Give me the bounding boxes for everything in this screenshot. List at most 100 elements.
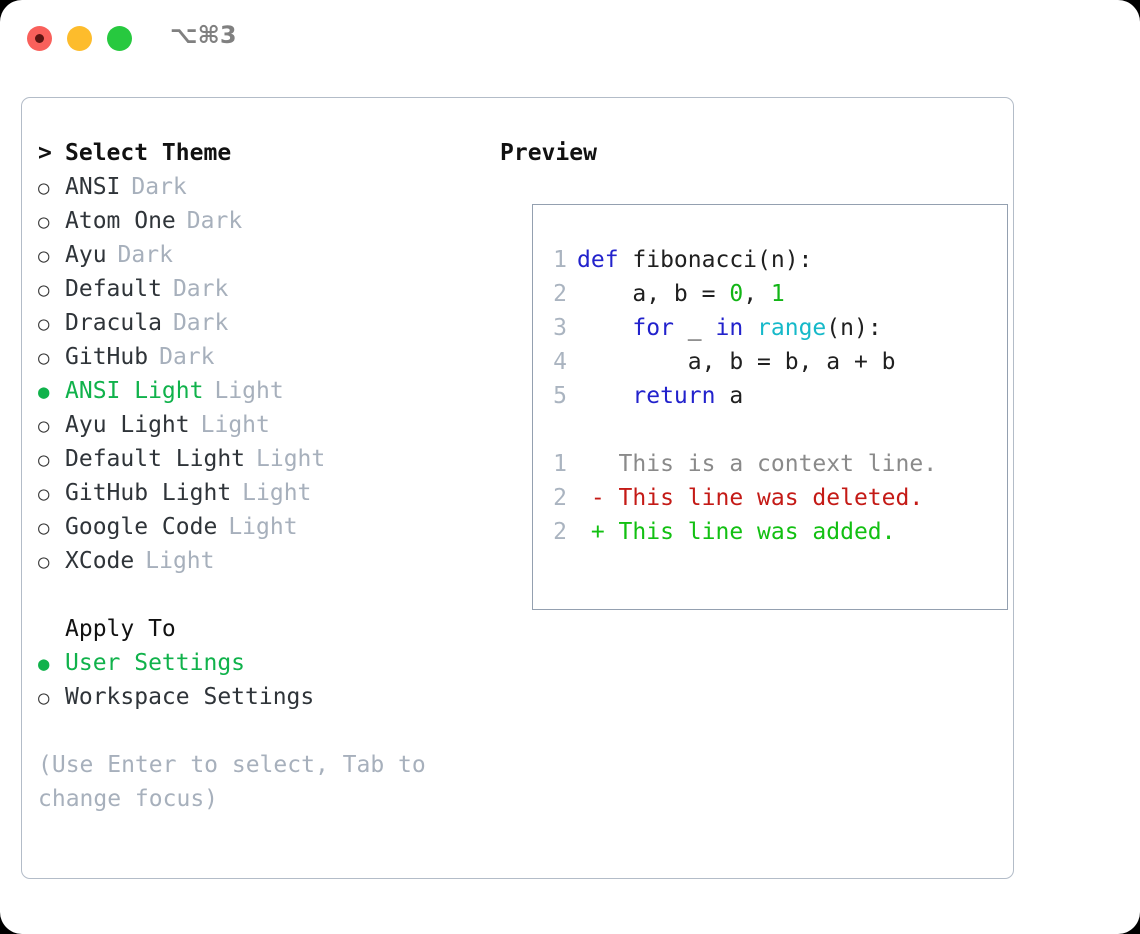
radio-unselected-icon: ○ bbox=[38, 517, 50, 539]
diff-line-number: 2 bbox=[553, 519, 567, 545]
theme-variant: Dark bbox=[172, 276, 229, 302]
code-line-number: 3 bbox=[553, 315, 567, 341]
code-token: _ bbox=[673, 315, 716, 341]
theme-name: Google Code bbox=[65, 514, 218, 540]
theme-name: GitHub Light bbox=[65, 480, 232, 506]
traffic-light-controls bbox=[27, 26, 132, 51]
apply-to-option-label: Workspace Settings bbox=[65, 684, 315, 710]
diff-sample: 1 This is a context line.2 - This line w… bbox=[533, 447, 1007, 549]
title-bar: ⌥⌘3 bbox=[0, 0, 1140, 76]
diff-line: 2 - This line was deleted. bbox=[533, 481, 1007, 515]
theme-name: Ayu bbox=[65, 242, 107, 268]
code-token: in bbox=[715, 315, 744, 341]
code-token: fibonacci(n): bbox=[632, 247, 813, 273]
theme-variant: Light bbox=[214, 378, 284, 404]
theme-variant: Light bbox=[145, 548, 215, 574]
diff-line-text: This line was added. bbox=[604, 519, 896, 545]
theme-variant: Dark bbox=[186, 208, 243, 234]
code-line: 3 for _ in range(n): bbox=[533, 311, 1007, 345]
code-token: a, b = bbox=[577, 281, 730, 307]
radio-unselected-icon: ○ bbox=[38, 177, 50, 199]
theme-list-item[interactable]: ○ Default Light Light bbox=[38, 442, 478, 476]
theme-list-item[interactable]: ○ ANSI Dark bbox=[38, 170, 478, 204]
select-theme-heading: > Select Theme bbox=[38, 136, 478, 170]
code-token bbox=[577, 383, 632, 409]
code-token: (n): bbox=[826, 315, 882, 341]
code-token: return bbox=[632, 383, 716, 409]
theme-variant: Light bbox=[242, 480, 312, 506]
code-line-number: 2 bbox=[553, 281, 567, 307]
theme-variant: Light bbox=[256, 446, 326, 472]
radio-unselected-icon: ○ bbox=[38, 483, 50, 505]
theme-list-item[interactable]: ○ XCode Light bbox=[38, 544, 478, 578]
theme-variant: Dark bbox=[172, 310, 229, 336]
theme-variant: Dark bbox=[131, 174, 187, 200]
code-token: , bbox=[743, 281, 771, 307]
maximize-window-button[interactable] bbox=[107, 26, 132, 51]
code-token: 0 bbox=[729, 281, 744, 307]
radio-unselected-icon: ○ bbox=[38, 245, 50, 267]
code-line: 2 a, b = 0, 1 bbox=[533, 277, 1007, 311]
caret-icon: > bbox=[38, 140, 52, 166]
diff-sign bbox=[577, 447, 605, 481]
diff-line: 2 + This line was added. bbox=[533, 515, 1007, 549]
apply-to-list: ● User Settings ○ Workspace Settings bbox=[38, 646, 478, 714]
apply-to-heading-label: Apply To bbox=[65, 616, 176, 642]
theme-name: ANSI bbox=[65, 174, 121, 200]
code-token: 1 bbox=[770, 281, 785, 307]
theme-variant: Dark bbox=[159, 344, 215, 370]
radio-unselected-icon: ○ bbox=[38, 211, 50, 233]
code-line-text: a, b = 0, 1 bbox=[577, 277, 785, 311]
code-token bbox=[743, 315, 757, 341]
close-window-button[interactable] bbox=[27, 26, 52, 51]
theme-variant: Light bbox=[228, 514, 298, 540]
code-token bbox=[577, 315, 632, 341]
radio-unselected-icon: ○ bbox=[38, 449, 50, 471]
theme-variant: Light bbox=[200, 412, 270, 438]
minimize-window-button[interactable] bbox=[67, 26, 92, 51]
theme-name: XCode bbox=[65, 548, 135, 574]
theme-list-item[interactable]: ○ Google Code Light bbox=[38, 510, 478, 544]
radio-unselected-icon: ○ bbox=[38, 551, 50, 573]
diff-line: 1 This is a context line. bbox=[533, 447, 1007, 481]
keyboard-shortcut-label: ⌥⌘3 bbox=[170, 21, 237, 49]
code-token: for bbox=[632, 315, 674, 341]
code-token: range bbox=[757, 315, 827, 341]
theme-list-item[interactable]: ○ GitHub Light Light bbox=[38, 476, 478, 510]
apply-to-option[interactable]: ○ Workspace Settings bbox=[38, 680, 478, 714]
diff-sign: - bbox=[577, 485, 605, 511]
apply-to-option[interactable]: ● User Settings bbox=[38, 646, 478, 680]
radio-selected-icon: ● bbox=[38, 653, 50, 675]
radio-unselected-icon: ○ bbox=[38, 415, 50, 437]
code-blank-line bbox=[533, 413, 1007, 447]
code-line-text: a, b = b, a + b bbox=[577, 345, 896, 379]
apply-to-option-label: User Settings bbox=[65, 650, 246, 676]
diff-sign: + bbox=[577, 519, 605, 545]
theme-name: GitHub bbox=[65, 344, 149, 370]
keyboard-hint-text: (Use Enter to select, Tab to change focu… bbox=[38, 752, 440, 812]
theme-name: Dracula bbox=[65, 310, 162, 336]
code-token: a, b = b, a + b bbox=[577, 349, 896, 375]
theme-name: Default Light bbox=[65, 446, 246, 472]
radio-unselected-icon: ○ bbox=[38, 687, 50, 709]
preview-title: Preview bbox=[500, 140, 597, 166]
diff-line-text: This is a context line. bbox=[604, 451, 938, 477]
code-line-text: for _ in range(n): bbox=[577, 311, 882, 345]
diff-line-text: This line was deleted. bbox=[604, 485, 924, 511]
code-token: a bbox=[715, 383, 744, 409]
code-line: 4 a, b = b, a + b bbox=[533, 345, 1007, 379]
section-spacer bbox=[38, 578, 478, 612]
